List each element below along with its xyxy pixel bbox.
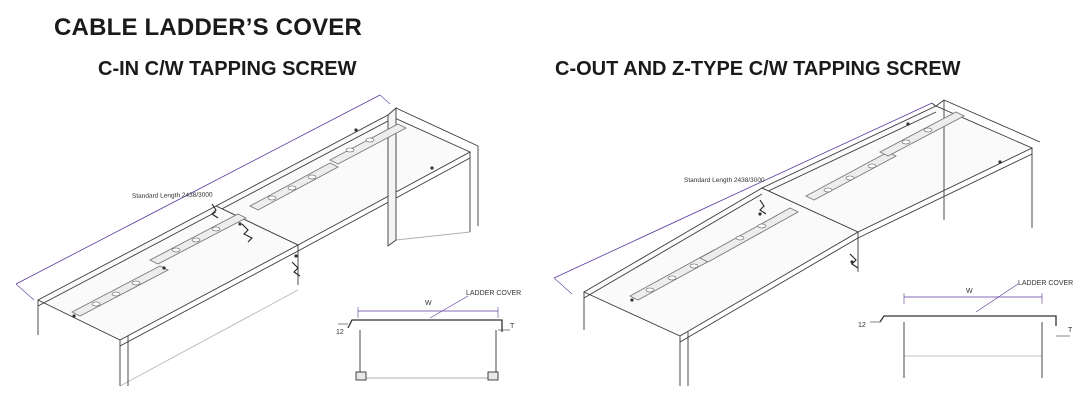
right-lip-label: 12 bbox=[858, 322, 866, 329]
left-ladder-iso bbox=[15, 94, 479, 387]
right-length-dimension-line bbox=[553, 102, 933, 279]
left-heading: C-IN C/W TAPPING SCREW bbox=[98, 58, 357, 80]
right-heading: C-OUT AND Z-TYPE C/W TAPPING SCREW bbox=[555, 58, 961, 80]
left-width-label: W bbox=[425, 300, 432, 307]
page-title: CABLE LADDER’S COVER bbox=[54, 14, 363, 41]
right-cover-detail bbox=[870, 283, 1070, 378]
right-ladder-iso bbox=[553, 99, 1041, 386]
left-length-dimension-line bbox=[15, 94, 381, 285]
left-lip-label: 12 bbox=[336, 329, 344, 336]
left-cover-detail bbox=[338, 295, 510, 381]
left-standard-length-label: Standard Length 2438/3000 bbox=[132, 192, 213, 200]
left-ladder-cover-label: LADDER COVER bbox=[466, 290, 521, 297]
left-thickness-label: T bbox=[510, 323, 515, 330]
right-ladder-cover-label: LADDER COVER bbox=[1018, 280, 1073, 287]
right-width-label: W bbox=[966, 288, 973, 295]
right-thickness-label: T bbox=[1068, 327, 1073, 334]
right-standard-length-label: Standard Length 2438/3000 bbox=[684, 177, 765, 184]
